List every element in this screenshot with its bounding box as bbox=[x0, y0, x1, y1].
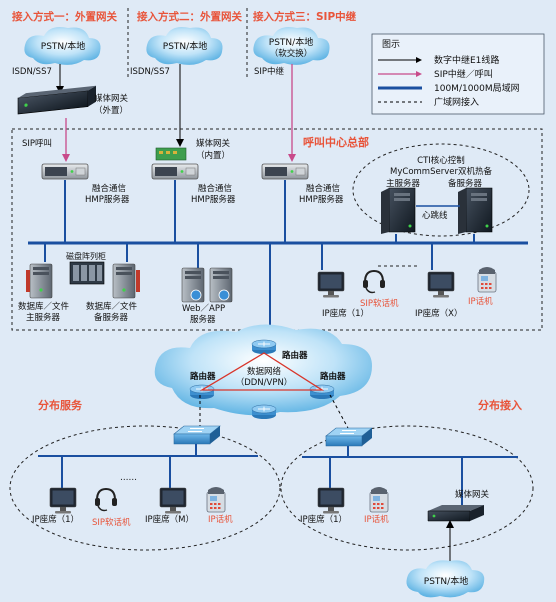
db-backup-server bbox=[112, 263, 136, 299]
db-backup-line2: 备服务器 bbox=[94, 312, 129, 323]
hq-title: 呼叫中心总部 bbox=[303, 135, 369, 149]
legend-label-lan: 100M/1000M局域网 bbox=[434, 82, 520, 94]
legend-title: 图示 bbox=[382, 39, 400, 50]
legend-label-wan: 广域网接入 bbox=[434, 96, 479, 108]
isdn-link-label-2: ISDN/SS7 bbox=[130, 67, 170, 77]
branch-service-ipphone-icon bbox=[206, 486, 226, 513]
pstn-cloud-3: PSTN/本地 （软交换） bbox=[253, 27, 330, 65]
bottom-arrow-head bbox=[446, 520, 454, 528]
access-method-1-title: 接入方式一：外置网关 bbox=[12, 10, 117, 23]
legend-label-sip: SIP中继／呼叫 bbox=[434, 68, 493, 80]
pstn-cloud-3-label-2: （软交换） bbox=[270, 48, 313, 59]
pstn-cloud-3-label-1: PSTN/本地 bbox=[269, 36, 313, 48]
branch-access-gateway-label: 媒体网关 bbox=[455, 489, 490, 500]
hq-ipphone-label: IP话机 bbox=[468, 296, 493, 307]
db-main-line1: 数据库／文件 bbox=[18, 301, 70, 312]
router-right-label: 路由器 bbox=[320, 371, 346, 382]
hmp-server-1 bbox=[41, 163, 89, 180]
hmp-server-1-line2: HMP服务器 bbox=[85, 194, 130, 205]
disk-array bbox=[69, 261, 105, 285]
hq-seat-x-label: IP座席（X） bbox=[415, 308, 462, 319]
app-globe-icon bbox=[218, 289, 230, 301]
hmp-server-2-line1: 融合通信 bbox=[198, 183, 233, 194]
cti-line1: CTI核心控制 bbox=[417, 155, 465, 166]
cti-backup-server bbox=[457, 187, 493, 235]
branch-service-dots: …… bbox=[120, 473, 137, 483]
internal-gateway-label: 媒体网关 bbox=[196, 138, 231, 149]
sip-call-arrow bbox=[62, 154, 70, 162]
pstn-cloud-bottom: PSTN/本地 bbox=[406, 560, 485, 598]
disk-array-label: 磁盘阵列柜 bbox=[66, 251, 106, 261]
pstn-cloud-2-label: PSTN/本地 bbox=[163, 40, 207, 52]
heartbeat-label: 心跳线 bbox=[422, 210, 448, 221]
hq-seat-1-label: IP座席（1） bbox=[322, 308, 369, 319]
branch-service-switch bbox=[173, 425, 221, 445]
branch-access-ipphone-icon bbox=[369, 486, 389, 513]
branch-service-boundary bbox=[9, 425, 281, 551]
external-media-gateway bbox=[17, 85, 96, 115]
pstn-cloud-2: PSTN/本地 bbox=[146, 27, 223, 65]
isdn-link-label-1: ISDN/SS7 bbox=[12, 67, 52, 77]
arrow-head-3 bbox=[288, 154, 296, 162]
router-right bbox=[309, 384, 335, 400]
branch-service-ipphone-label: IP话机 bbox=[208, 514, 233, 525]
db-backup-line1: 数据库／文件 bbox=[86, 301, 138, 312]
web-globe-icon bbox=[190, 289, 202, 301]
branch-service-seat-1-label: IP座席（1） bbox=[32, 514, 79, 525]
branch-service-title: 分布服务 bbox=[38, 398, 83, 412]
cti-main-server bbox=[380, 187, 416, 235]
access-method-2-title: 接入方式二：外置网关 bbox=[137, 10, 242, 23]
hq-softphone-label: SIP软话机 bbox=[360, 298, 399, 309]
legend-arrow-e1 bbox=[416, 57, 422, 63]
hq-lan-drops bbox=[44, 180, 475, 348]
sip-call-label: SIP呼叫 bbox=[22, 138, 52, 149]
external-gateway-label: 媒体网关 bbox=[94, 93, 129, 104]
pstn-cloud-1: PSTN/本地 bbox=[24, 27, 101, 65]
web-server-line1: Web／APP bbox=[182, 304, 225, 314]
cti-backup-label: 备服务器 bbox=[448, 178, 483, 189]
router-bottom bbox=[251, 404, 277, 420]
hmp-server-2 bbox=[151, 163, 199, 180]
db-main-server bbox=[29, 263, 53, 299]
db-main-line2: 主服务器 bbox=[26, 312, 61, 323]
hmp-server-1-line1: 融合通信 bbox=[92, 183, 127, 194]
legend-label-e1: 数字中继E1线路 bbox=[434, 54, 499, 66]
internal-gateway-note: （内置） bbox=[196, 150, 230, 161]
sip-trunk-label: SIP中继 bbox=[254, 66, 285, 77]
router-top bbox=[251, 339, 277, 355]
wan-label-1: 数据网络 bbox=[247, 366, 282, 377]
external-gateway-note: （外置） bbox=[94, 105, 128, 116]
router-left-label: 路由器 bbox=[190, 371, 216, 382]
wan-label-2: （DDN/VPN） bbox=[236, 377, 293, 388]
branch-access-ipphone-label: IP话机 bbox=[364, 514, 389, 525]
legend: 图示 数字中继E1线路 SIP中继／呼叫 100M/1000M局域网 广域网接入 bbox=[371, 33, 545, 115]
wan-triangle bbox=[199, 352, 325, 391]
hq-ipphone-icon bbox=[477, 266, 497, 293]
hmp-server-2-line2: HMP服务器 bbox=[191, 194, 236, 205]
internal-gateway-card bbox=[155, 147, 187, 161]
hmp-server-3-line1: 融合通信 bbox=[306, 183, 341, 194]
branch-access-seat-1-label: IP座席（1） bbox=[300, 514, 347, 525]
access-method-3-title: 接入方式三：SIP中继 bbox=[253, 10, 357, 23]
pstn-cloud-bottom-label: PSTN/本地 bbox=[424, 575, 468, 587]
web-server-line2: 服务器 bbox=[190, 314, 216, 325]
cti-cluster-boundary bbox=[352, 143, 530, 237]
pstn-cloud-1-label: PSTN/本地 bbox=[41, 40, 85, 52]
branch-access-title: 分布接入 bbox=[478, 398, 522, 412]
cti-line2: MyCommServer双机热备 bbox=[390, 166, 492, 177]
hmp-server-3 bbox=[261, 163, 309, 180]
branch-service-softphone-label: SIP软话机 bbox=[92, 517, 131, 528]
legend-arrow-sip bbox=[416, 71, 422, 77]
cti-main-label: 主服务器 bbox=[386, 178, 421, 189]
router-left bbox=[189, 384, 215, 400]
branch-access-media-gateway bbox=[427, 505, 484, 522]
branch-access-switch bbox=[325, 427, 373, 447]
router-top-label: 路由器 bbox=[282, 350, 308, 361]
wan-to-branch-access bbox=[329, 394, 349, 429]
branch-access-boundary bbox=[280, 425, 534, 551]
arrow-head-2 bbox=[176, 139, 184, 147]
hmp-server-3-line2: HMP服务器 bbox=[299, 194, 344, 205]
branch-service-seat-m-label: IP座席（M） bbox=[145, 514, 194, 525]
